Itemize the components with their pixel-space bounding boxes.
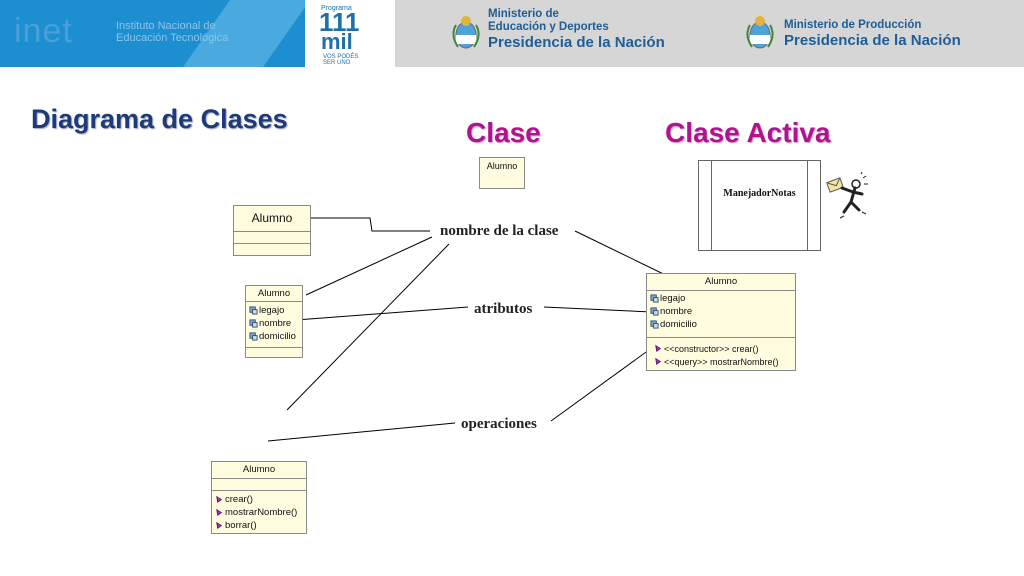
operation-name: crear(): [225, 494, 253, 505]
connector-operations-right: [550, 346, 654, 422]
attribute-name: nombre: [660, 306, 693, 317]
ministry2-line2: Presidencia de la Nación: [784, 32, 961, 49]
attribute-row: domicilio: [246, 330, 302, 343]
inet-subtitle-line2: Educación Tecnológica: [116, 32, 229, 44]
class-operations-section: crear() mostrarNombre() borrar(): [212, 491, 306, 532]
operation-icon: [655, 357, 662, 366]
class-operations-section: <<constructor>> crear() <<query>> mostra…: [647, 338, 795, 368]
connector-operations-left: [267, 422, 456, 442]
ministry1-line3: Presidencia de la Nación: [488, 34, 665, 51]
class-box-name-only: Alumno: [233, 205, 311, 256]
class-name: Alumno: [246, 286, 302, 302]
active-class-box: ManejadorNotas: [698, 160, 821, 251]
operation-icon: [655, 344, 662, 353]
attribute-icon: [650, 320, 659, 329]
attribute-icon: [249, 306, 258, 315]
program-number: 111: [319, 7, 360, 37]
class-attributes-section: [234, 232, 310, 244]
attribute-name: legajo: [259, 305, 285, 316]
operation-name: mostrarNombre(): [225, 507, 298, 518]
attribute-row: nombre: [246, 317, 302, 330]
active-class-name: ManejadorNotas: [723, 188, 796, 199]
program-word: mil: [321, 29, 353, 54]
class-box-full: Alumno legajo nombre domicilio <<constru…: [646, 273, 796, 371]
header-banner: inet Instituto Nacional de Educación Tec…: [0, 0, 1024, 67]
operation-row: borrar(): [212, 519, 306, 532]
header-gray-band: [395, 0, 1024, 67]
connector-name-to-name-only: [310, 217, 430, 232]
program-small-label: Programa: [321, 5, 352, 12]
attribute-name: domicilio: [259, 331, 296, 342]
label-nombre-de-la-clase: nombre de la clase: [440, 223, 559, 239]
running-figure-icon: [826, 172, 868, 219]
inet-logo: inet: [14, 12, 73, 50]
attribute-name: domicilio: [660, 319, 697, 330]
program-foot: VOS PODÉS SER UNO: [323, 54, 358, 66]
ministry1-line2: Educación y Deportes: [488, 21, 609, 33]
connector-name-to-ops-class: [286, 243, 450, 411]
operation-name: <<query>> mostrarNombre(): [664, 356, 779, 367]
operation-name: <<constructor>> crear(): [664, 343, 759, 354]
operation-row: <<constructor>> crear(): [651, 342, 795, 355]
attribute-icon: [249, 319, 258, 328]
inet-subtitle: Instituto Nacional de Educación Tecnológ…: [116, 20, 228, 44]
operation-row: crear(): [212, 493, 306, 506]
attribute-name: nombre: [259, 318, 292, 329]
class-box-attributes: Alumno legajo nombre domicilio: [245, 285, 303, 358]
program-111mil-logo: Programa 111 mil VOS PODÉS SER UNO: [305, 0, 395, 67]
class-attributes-section: legajo nombre domicilio: [647, 291, 795, 338]
operation-icon: [216, 495, 223, 504]
connector-name-to-attrs-class: [305, 236, 433, 296]
ministry-education-logo: Ministerio de Educación y Deportes Presi…: [488, 8, 665, 51]
clase-activa-title: Clase Activa: [665, 117, 831, 148]
attribute-row: nombre: [647, 305, 795, 318]
operation-row: mostrarNombre(): [212, 506, 306, 519]
program-foot-line1: VOS PODÉS: [323, 54, 359, 60]
class-box-operations: Alumno crear() mostrarNombre() borrar(): [211, 461, 307, 534]
clase-title: Clase: [466, 117, 541, 148]
attribute-name: legajo: [660, 293, 686, 304]
attribute-icon: [650, 307, 659, 316]
active-class-right-bar: [807, 161, 808, 250]
program-foot-line2: SER UNO: [323, 60, 351, 66]
ministry-production-logo: Ministerio de Producción Presidencia de …: [784, 19, 961, 49]
attribute-row: legajo: [246, 304, 302, 317]
class-name: Alumno: [212, 462, 306, 479]
inet-subtitle-line1: Instituto Nacional de: [116, 20, 216, 32]
class-name: Alumno: [486, 161, 518, 171]
label-operaciones: operaciones: [461, 416, 537, 432]
attribute-icon: [249, 332, 258, 341]
ministry1-line1: Ministerio de: [488, 8, 559, 20]
slide-title: Diagrama de Clases: [31, 104, 288, 134]
label-atributos: atributos: [474, 301, 533, 317]
class-operations-section: [234, 244, 310, 256]
active-class-left-bar: [711, 161, 712, 250]
operation-icon: [216, 521, 223, 530]
argentina-seal-icon: [746, 16, 774, 49]
connector-attributes-right: [543, 306, 653, 313]
ministry2-line1: Ministerio de Producción: [784, 19, 922, 31]
class-box-clase: Alumno: [479, 157, 525, 189]
operation-row: <<query>> mostrarNombre(): [651, 355, 795, 368]
class-operations-section: [246, 348, 302, 359]
connector-attributes-left: [295, 306, 469, 321]
attribute-row: legajo: [647, 292, 795, 305]
attribute-icon: [650, 294, 659, 303]
class-name: Alumno: [234, 206, 310, 232]
attribute-row: domicilio: [647, 318, 795, 331]
operation-name: borrar(): [225, 520, 257, 531]
class-attributes-section: [212, 479, 306, 491]
class-name: Alumno: [647, 274, 795, 291]
operation-icon: [216, 508, 223, 517]
class-attributes-section: legajo nombre domicilio: [246, 302, 302, 348]
argentina-seal-icon: [452, 16, 480, 49]
